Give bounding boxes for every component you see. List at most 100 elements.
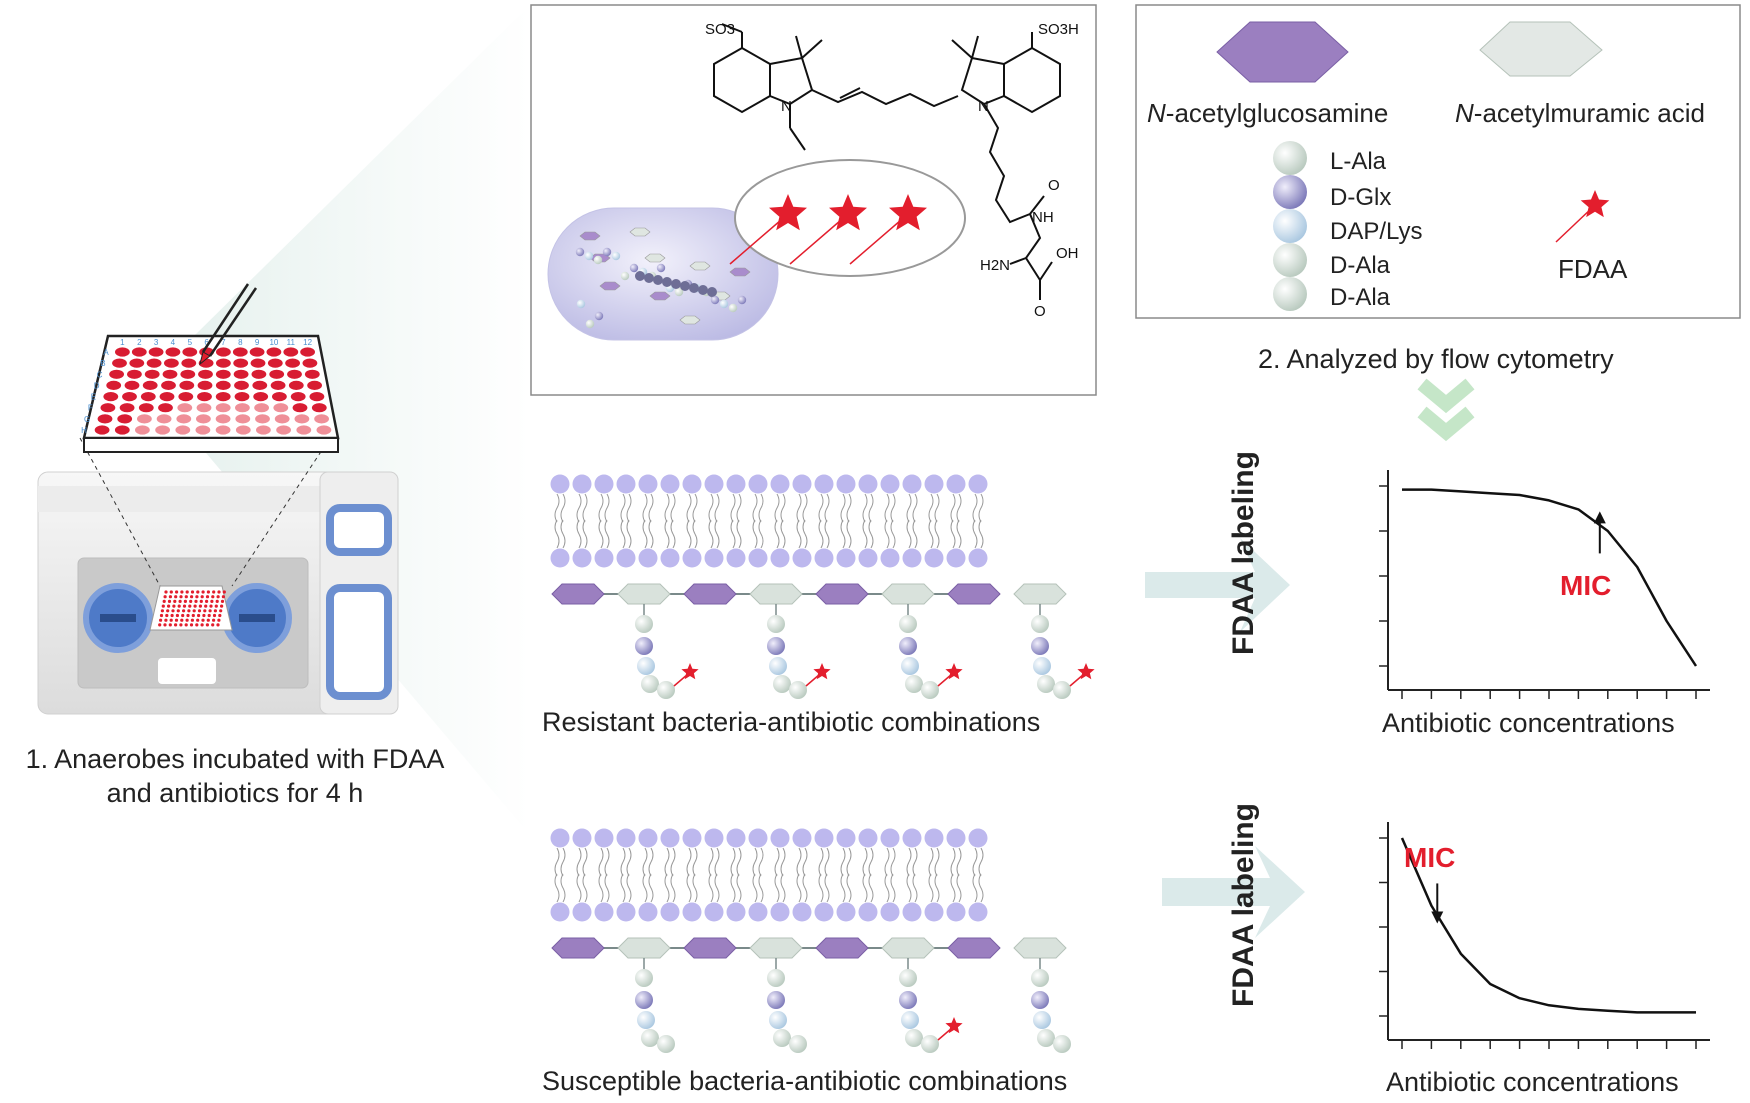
stem-residue [1037, 1029, 1055, 1047]
mini-well [164, 618, 168, 622]
so3-label: SO3 [705, 21, 735, 38]
plate-well [156, 414, 172, 424]
stem-residue [921, 1035, 939, 1053]
step1-caption: 1. Anaerobes incubated with FDAA and ant… [0, 742, 470, 810]
stem-residue [1031, 991, 1049, 1009]
cell-chain-bead [635, 271, 645, 281]
mini-well [159, 613, 164, 618]
lipid-head [682, 902, 702, 922]
susceptible-peptidoglycan [551, 937, 1071, 1053]
mini-well [161, 604, 165, 608]
lipid-head [858, 828, 878, 848]
lipid-tail [840, 519, 846, 549]
lipid-tail [906, 493, 912, 523]
lipid-head [836, 902, 856, 922]
residue-label-1: D-Glx [1330, 184, 1392, 211]
lipid-tail [626, 493, 632, 523]
fdaa-star [813, 663, 831, 680]
cell-sugar [629, 227, 651, 237]
lipid-tail [620, 873, 626, 903]
lipid-tail [708, 873, 714, 903]
lipid-tail [956, 873, 962, 903]
lipid-tail [780, 493, 786, 523]
lipid-tail [648, 873, 654, 903]
stem-residue [657, 681, 675, 699]
lipid-tail [686, 847, 692, 877]
lipid-head [924, 548, 944, 568]
lipid-tail [554, 847, 560, 877]
lipid-tail [752, 847, 758, 877]
lipid-tail [648, 493, 654, 523]
mini-well [185, 590, 189, 594]
lipid-tail [642, 519, 648, 549]
legend-nag-rest: -acetylglucosamine [1165, 98, 1389, 128]
o1-label: O [1048, 177, 1060, 194]
nam-sugar [749, 937, 803, 959]
lipid-tail [884, 873, 890, 903]
susceptible-caption: Susceptible bacteria-antibiotic combinat… [542, 1066, 1068, 1096]
plate-col-label: 3 [154, 338, 159, 347]
fdaa-star [945, 1017, 963, 1034]
legend-fdaa-label: FDAA [1558, 254, 1628, 284]
lipid-head [792, 548, 812, 568]
mini-well [174, 595, 178, 599]
lipid-tail [736, 493, 742, 523]
lipid-head [572, 474, 592, 494]
lipid-tail [928, 847, 934, 877]
legend-residue-ball [1273, 209, 1307, 243]
lipid-tail [714, 873, 720, 903]
plate-well [135, 425, 150, 435]
plate-well [232, 347, 248, 357]
lipid-head [594, 474, 614, 494]
lipid-tail [752, 873, 758, 903]
lipid-head [858, 474, 878, 494]
mini-well [211, 623, 215, 627]
plate-row-label: A [103, 348, 109, 357]
lipid-head [638, 474, 658, 494]
mini-well [168, 595, 172, 599]
arrow-right-icon-2 [1162, 846, 1305, 938]
lipid-head [814, 548, 834, 568]
lipid-head [660, 902, 680, 922]
fdaa-structure [713, 23, 1061, 300]
nam-icon [1479, 21, 1603, 77]
plate-well [302, 358, 318, 368]
mini-well [196, 590, 200, 594]
lipid-head [616, 902, 636, 922]
cell-residue [674, 287, 684, 297]
lipid-tail [736, 847, 742, 877]
stem-residue [769, 1011, 787, 1029]
lipid-tail [978, 873, 984, 903]
lipid-tail [774, 493, 780, 523]
stem-residue [635, 969, 653, 987]
lipid-head [792, 902, 812, 922]
lipid-tail [582, 873, 588, 903]
legend-residue-ball [1273, 243, 1307, 277]
mini-well [222, 590, 226, 594]
mini-well [216, 595, 220, 599]
plate-col-label: 6 [204, 338, 209, 347]
plate-well [215, 414, 231, 424]
mini-plate-wells [158, 590, 226, 627]
lipid-tail [868, 873, 874, 903]
stem-residue [901, 657, 919, 675]
stem-residue [637, 657, 655, 675]
mini-well [170, 613, 174, 618]
lipid-head [946, 828, 966, 848]
cell-residue [585, 319, 595, 329]
nag-sugar [947, 937, 1001, 959]
lipid-tail [912, 873, 918, 903]
lipid-head [946, 474, 966, 494]
lipid-head [726, 902, 746, 922]
plate-well [176, 414, 192, 424]
lipid-tail [774, 519, 780, 549]
mini-well [182, 604, 187, 608]
lipid-tail [840, 493, 846, 523]
lipid-tail [620, 493, 626, 523]
lipid-head [550, 548, 570, 568]
mini-well [201, 590, 205, 594]
lipid-tail [670, 847, 676, 877]
cell-residue [620, 271, 630, 281]
stem-residue [1053, 1035, 1071, 1053]
lipid-head [704, 902, 724, 922]
